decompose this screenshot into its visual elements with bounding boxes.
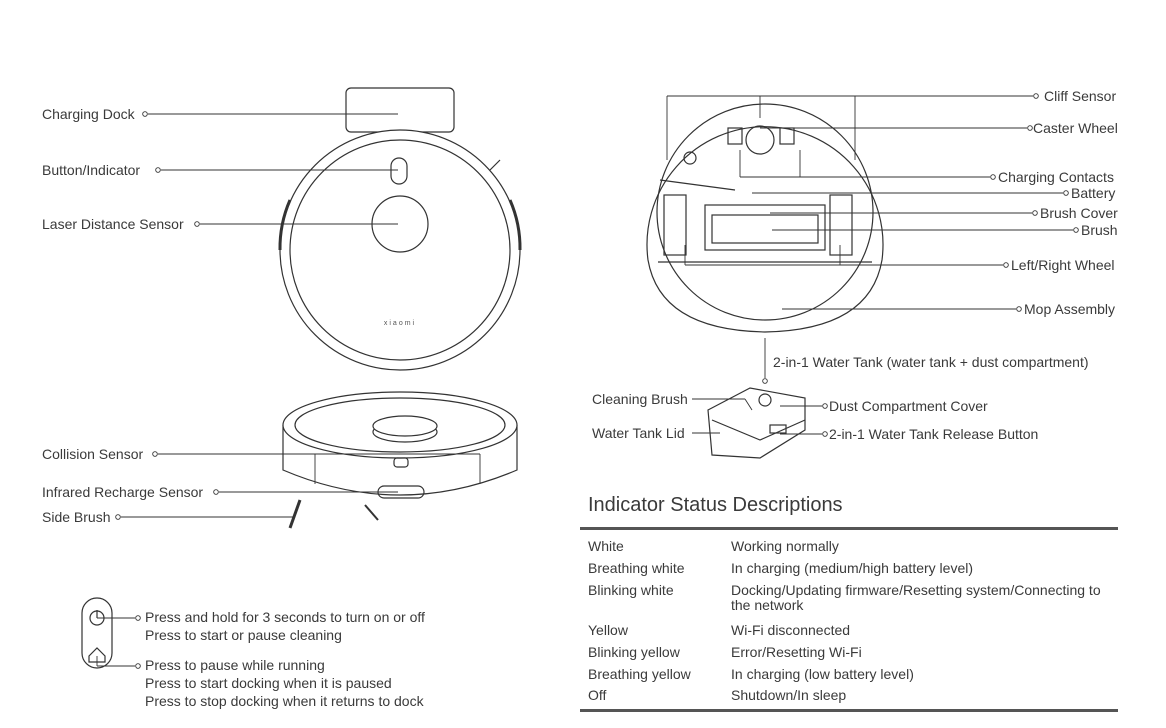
label-water-tank: 2-in-1 Water Tank (water tank + dust com… [773, 354, 1089, 370]
xiaomi-logo: xiaomi [384, 320, 416, 327]
label-infrared-recharge-sensor: Infrared Recharge Sensor [42, 484, 204, 500]
status-cell: Blinking yellow [588, 644, 680, 660]
home-icon [88, 647, 106, 663]
meaning-cell: Working normally [731, 538, 839, 554]
indicator-table-title: Indicator Status Descriptions [588, 494, 843, 516]
label-laser-distance-sensor: Laser Distance Sensor [42, 216, 184, 232]
meaning-cell: Docking/Updating firmware/Resetting syst… [731, 582, 1101, 613]
home-desc-line: Press to start docking when it is paused [145, 675, 392, 691]
home-desc-line: Press to pause while running [145, 657, 325, 673]
meaning-cell: Shutdown/In sleep [731, 687, 847, 703]
meaning-cell: In charging (low battery level) [731, 666, 914, 682]
label-charging-contacts: Charging Contacts [998, 169, 1114, 185]
leader-lines [115, 93, 1079, 520]
robot-bottom-view [646, 103, 884, 333]
label-cliff-sensor: Cliff Sensor [1044, 88, 1117, 104]
meaning-cell: In charging (medium/high battery level) [731, 560, 974, 576]
label-caster-wheel: Caster Wheel [1033, 120, 1118, 136]
button-panel-illustration [81, 597, 141, 669]
robot-top-view: xiaomi [278, 87, 522, 371]
home-button-description: Press to pause while running Press to st… [145, 656, 424, 710]
table-top-rule [580, 527, 1118, 530]
meaning-cell: Error/Resetting Wi-Fi [731, 644, 862, 660]
power-button-description: Press and hold for 3 seconds to turn on … [145, 608, 425, 644]
power-desc-line: Press to start or pause cleaning [145, 627, 342, 643]
status-cell: Breathing yellow [588, 666, 691, 682]
label-battery: Battery [1071, 185, 1116, 201]
label-left-right-wheel: Left/Right Wheel [1011, 257, 1115, 273]
label-button-indicator: Button/Indicator [42, 162, 141, 178]
water-tank-illustration [707, 387, 806, 459]
status-cell: White [588, 538, 624, 554]
label-cleaning-brush: Cleaning Brush [592, 391, 688, 407]
status-cell: Breathing white [588, 560, 685, 576]
status-cell: Off [588, 687, 607, 703]
robot-side-view [282, 391, 518, 529]
home-desc-line: Press to stop docking when it returns to… [145, 693, 424, 709]
label-mop-assembly: Mop Assembly [1024, 301, 1116, 317]
label-collision-sensor: Collision Sensor [42, 446, 144, 462]
power-desc-line: Press and hold for 3 seconds to turn on … [145, 609, 425, 625]
label-water-tank-lid: Water Tank Lid [592, 425, 685, 441]
label-tank-release-button: 2-in-1 Water Tank Release Button [829, 426, 1039, 442]
meaning-cell: Wi-Fi disconnected [731, 622, 851, 638]
label-brush-cover: Brush Cover [1040, 205, 1118, 221]
status-cell: Blinking white [588, 582, 674, 598]
status-cell: Yellow [588, 622, 628, 638]
label-dust-compartment-cover: Dust Compartment Cover [829, 398, 988, 414]
label-side-brush: Side Brush [42, 509, 111, 525]
label-charging-dock: Charging Dock [42, 106, 135, 122]
table-bottom-rule [580, 709, 1118, 712]
label-brush: Brush [1081, 222, 1118, 238]
